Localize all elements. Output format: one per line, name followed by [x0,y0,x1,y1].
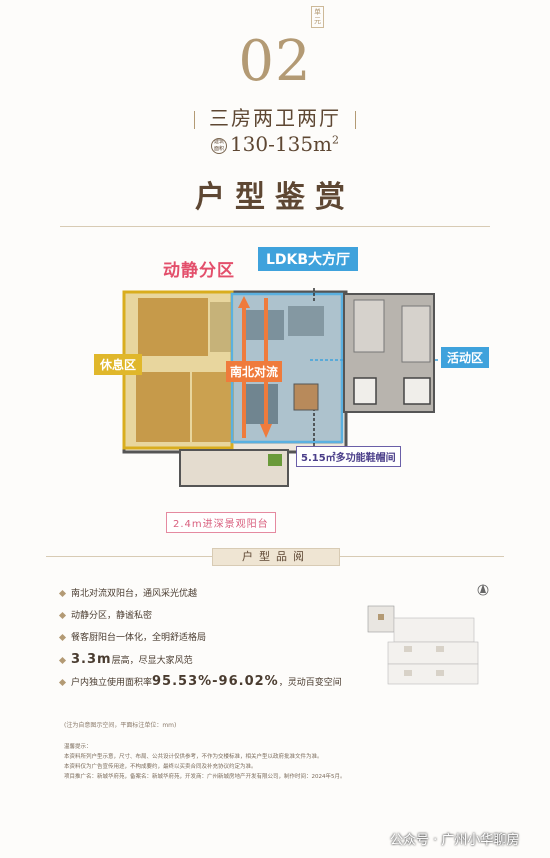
diamond-bullet-icon [58,589,67,598]
stairs [401,305,431,363]
arrow-head [260,424,272,438]
floor-plan-drawing [122,288,440,487]
sofa [242,384,278,424]
unit-tag: 单元 [311,6,324,28]
section-heading: 户型品阅 [212,548,340,566]
building-block [393,617,475,643]
elevator [403,377,431,405]
airflow-label: 南北对流 [226,361,283,382]
layout-name: 三房两卫两厅 [209,106,341,130]
feature-item: 户内独立使用面积率95.53%-96.02%，灵动百变空间 [58,674,380,696]
unit-marker [436,670,444,676]
layout-name-row: 三房两卫两厅 [0,102,550,131]
shoe-room [293,383,319,411]
diamond-bullet-icon [58,678,67,687]
area-superscript: 2 [332,133,340,147]
area-badge: 建筑面积 [210,137,227,154]
unit-marker [436,646,444,652]
zoning-label: 动静分区 [163,261,235,281]
diamond-bullet-icon [58,633,67,642]
elevator [353,377,377,405]
unit-marker [404,646,412,652]
disclaimer: 温馨提示： 本资料所列户型示意，尺寸、布局、公共设计仅供参考，不作为交楼标准，相… [64,744,346,780]
unit-number: 02 [238,29,312,94]
bathroom-floor [210,302,232,352]
feature-item: 南北对流双阳台，通风采光优越 [58,586,380,608]
balcony-label: 2.4m进深景观阳台 [166,512,276,533]
divider [60,226,490,227]
watermark: 公众号 · 广州小华聊房 [390,833,520,848]
shoe-room-label: 5.15㎡多功能鞋帽间 [296,446,401,467]
building-block [387,641,479,665]
stairs [353,299,385,353]
arrow-head [238,296,250,308]
unit-header: 02 [0,32,550,92]
unit-marker [378,614,384,620]
floor-plan [118,288,440,498]
activity-zone-label: 活动区 [441,347,490,368]
diamond-bullet-icon [58,611,67,620]
feature-item: 动静分区，静谧私密 [58,608,380,630]
section-title: 户型鉴赏 [195,180,355,215]
rest-zone-label: 休息区 [94,354,143,375]
site-plan [364,578,494,688]
kitchen [288,306,324,336]
feature-item: 餐客厨阳台一体化，全明舒适格局 [58,630,380,652]
diamond-bullet-icon [58,656,67,665]
plant [268,454,282,466]
bedroom-floor [138,298,208,356]
ldkb-label: LDKB大方厅 [258,247,359,271]
divider [355,110,356,129]
bedroom-floor [136,372,190,442]
plan-note: (注为自意图示空间，平面标注单位：mm) [64,722,177,729]
north-arrow-icon [480,584,486,593]
site-plan-drawing [367,584,489,685]
feature-list: 南北对流双阳台，通风采光优越 动静分区，静谧私密 餐客厨阳台一体化，全明舒适格局… [58,586,380,696]
divider [194,110,195,129]
unit-marker [404,670,412,676]
area-text: 130-135m [229,132,333,156]
feature-item: 3.3m层高，尽显大家风范 [58,652,380,674]
building-block [387,663,479,685]
